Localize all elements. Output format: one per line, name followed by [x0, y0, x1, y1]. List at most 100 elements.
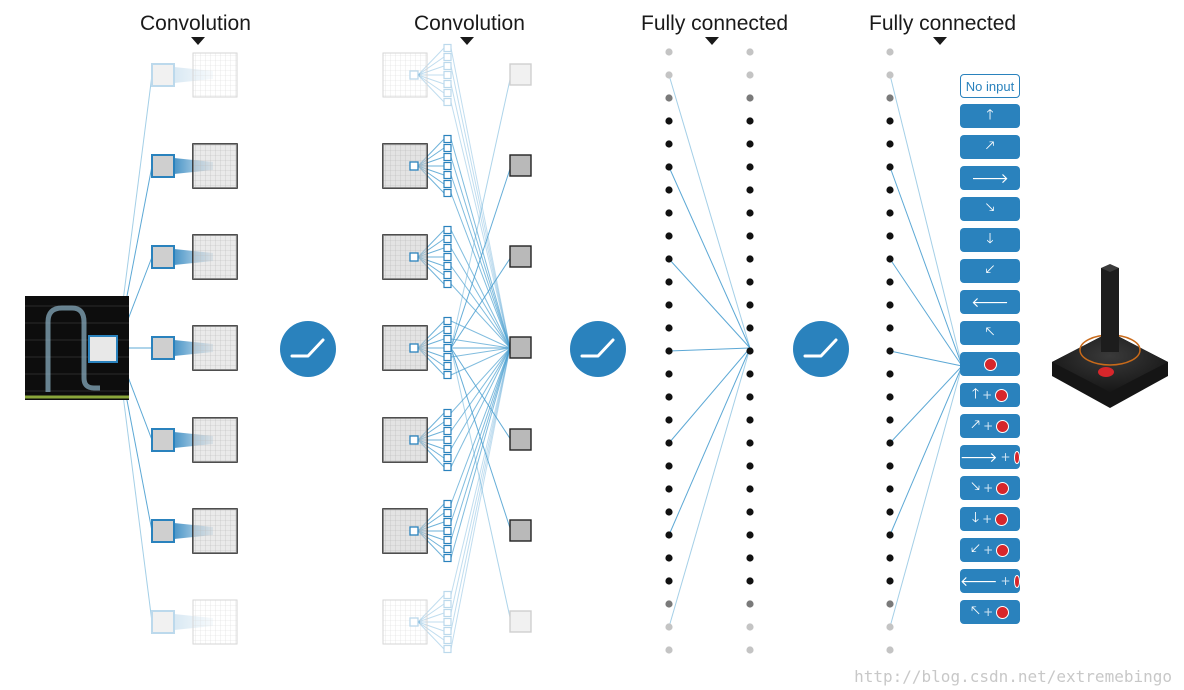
fire-button-icon: [996, 543, 1010, 557]
action-button-left-fire[interactable]: 🡐+: [960, 569, 1020, 593]
fc1-neuron: [665, 531, 673, 539]
conv2-node: [443, 453, 452, 463]
arrow-up-right-icon: 🡕: [970, 417, 981, 433]
filter-patch: [151, 245, 175, 269]
heading-fully-connected-2: Fully connected: [869, 12, 1017, 35]
fc1-neuron: [665, 393, 673, 401]
relu-curve: [580, 338, 615, 358]
action-button-up-right[interactable]: 🡕: [960, 135, 1020, 159]
conv2-node: [443, 316, 452, 326]
fc3-neuron: [886, 439, 894, 447]
conv2-node: [443, 361, 452, 371]
fc2-neuron: [746, 646, 754, 654]
connection-line: [450, 47, 511, 349]
action-button-down-left-fire[interactable]: 🡗+: [960, 538, 1020, 562]
fc3-neuron: [886, 370, 894, 378]
down-arrow-icon: [933, 37, 947, 45]
action-button-right-fire[interactable]: 🡒+: [960, 445, 1020, 469]
conv2-node: [443, 161, 452, 171]
fc1-neuron: [665, 554, 673, 562]
heading-convolution-2: Convolution: [414, 12, 525, 35]
fc2-neuron: [746, 255, 754, 263]
connection-line: [889, 350, 963, 367]
conv2-node: [443, 343, 452, 353]
conv2-node: [443, 261, 452, 271]
fc2-neuron: [746, 485, 754, 493]
action-button-fire[interactable]: [960, 352, 1020, 376]
fc1-neuron: [665, 439, 673, 447]
conv2-node: [443, 79, 452, 89]
fc3-neuron: [886, 186, 894, 194]
feature-map-1: [192, 417, 238, 463]
action-button-down-right-fire[interactable]: 🡖+: [960, 476, 1020, 500]
connection-line: [450, 347, 512, 623]
conv2-output: [509, 154, 532, 177]
connection-line: [450, 347, 511, 596]
conv2-node: [443, 152, 452, 162]
plus-sign: +: [983, 419, 994, 433]
fc2-neuron: [746, 370, 754, 378]
connection-line: [450, 347, 511, 432]
action-button-down-fire[interactable]: 🡓+: [960, 507, 1020, 531]
action-button-right[interactable]: 🡒: [960, 166, 1020, 190]
fire-button-icon: [996, 481, 1010, 495]
fc3-neuron: [886, 278, 894, 286]
conv2-node: [443, 270, 452, 280]
connection-line: [889, 365, 963, 536]
connection-line: [450, 320, 511, 349]
relu-icon: [570, 321, 626, 377]
action-button-up[interactable]: 🡑: [960, 104, 1020, 128]
frame-track: [45, 305, 100, 392]
fc2-neuron: [746, 140, 754, 148]
filter-patch: [151, 154, 175, 178]
fc1-neuron: [665, 140, 673, 148]
action-button-left[interactable]: 🡐: [960, 290, 1020, 314]
feature-map-1: [192, 508, 238, 554]
fc1-neuron: [665, 370, 673, 378]
feature-map-2-shade: [383, 235, 427, 279]
action-button-up-fire[interactable]: 🡑+: [960, 383, 1020, 407]
fire-button-icon: [995, 512, 1009, 526]
fc2-neuron: [746, 301, 754, 309]
action-button-up-left-fire[interactable]: 🡔+: [960, 600, 1020, 624]
action-button-down-left[interactable]: 🡗: [960, 259, 1020, 283]
connection-line: [668, 258, 751, 349]
down-arrow-icon: [191, 37, 205, 45]
filter-patch: [151, 428, 175, 452]
action-button-down-right[interactable]: 🡖: [960, 197, 1020, 221]
fc3-neuron: [886, 232, 894, 240]
conv2-node: [443, 499, 452, 509]
fc3-neuron: [886, 393, 894, 401]
fc1-neuron: [665, 623, 673, 631]
fc2-neuron: [746, 278, 754, 286]
connection-line: [450, 347, 512, 532]
fc3-neuron: [886, 462, 894, 470]
fc1-neuron: [665, 71, 673, 79]
action-button-down[interactable]: 🡓: [960, 228, 1020, 252]
action-button-up-left[interactable]: 🡔: [960, 321, 1020, 345]
fc3-neuron: [886, 94, 894, 102]
conv2-filter: [409, 252, 419, 262]
fc1-neuron: [665, 94, 673, 102]
connection-line: [450, 347, 511, 505]
connection-line: [889, 166, 963, 367]
connection-line: [450, 347, 511, 632]
relu-curve: [290, 338, 325, 358]
connection-line: [450, 347, 511, 468]
conv2-filter: [409, 526, 419, 536]
fire-button-icon: [1013, 450, 1020, 464]
fc1-neuron: [665, 577, 673, 585]
action-button-up-right-fire[interactable]: 🡕+: [960, 414, 1020, 438]
connection-line: [889, 258, 963, 367]
fc1-neuron: [665, 508, 673, 516]
heading-convolution-1: Convolution: [140, 12, 251, 35]
conv2-node: [443, 644, 452, 654]
conv2-node: [443, 70, 452, 80]
feature-map-1-shade: [193, 418, 237, 462]
relu-icon: [280, 321, 336, 377]
fc3-neuron: [886, 117, 894, 125]
relu-icon: [793, 321, 849, 377]
conv2-node: [443, 61, 452, 71]
no-input-button[interactable]: No input: [960, 74, 1020, 98]
conv2-node: [443, 526, 452, 536]
